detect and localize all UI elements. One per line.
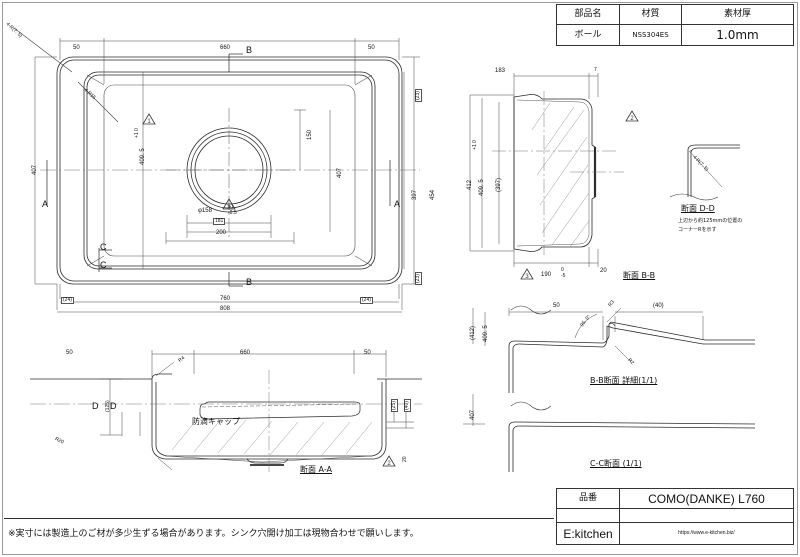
section-dd-note-2: コーナーRを示す	[678, 227, 717, 233]
plan-dim-409-5-tol-dn: 0	[134, 128, 140, 131]
plan-dim-760: 760	[220, 296, 231, 302]
part-no-label: 品番	[578, 493, 597, 503]
bb-dim-183: 183	[495, 68, 506, 74]
bb-dim-397: (397)	[496, 177, 502, 192]
warning-triangle-icon: 3	[520, 268, 534, 280]
section-cc-caption: C-C断面 (1/1)	[590, 459, 642, 468]
plan-dim-top-left-50: 50	[73, 45, 80, 51]
section-aa-geometry	[30, 350, 422, 474]
title-top-value-1: NSS304ES	[632, 30, 669, 39]
detail-bb-caption: B-B断面 詳細(1/1)	[590, 376, 658, 385]
plan-section-mark-b-bot: B	[246, 277, 253, 287]
bb-dim-190-tol-dn: -5	[561, 273, 566, 279]
section-dd-note-1: 上辺から約125mmの位置の	[678, 218, 743, 224]
plan-view-geometry	[13, 27, 420, 313]
company-url: https://www.e-kitchen.biz/	[678, 530, 735, 536]
warning-triangle-icon: 5	[222, 198, 236, 210]
svg-text:3: 3	[525, 274, 529, 280]
aa-dim-left-50: 50	[66, 350, 73, 356]
title-top-header-0: 部品名	[574, 9, 602, 19]
plan-dim-808: 808	[220, 306, 231, 312]
plan-dim-409-5-tol-up: +1	[134, 132, 140, 138]
bb-dim-412: 412	[467, 179, 473, 190]
bb-dim-409-5: 409. 5	[479, 179, 485, 196]
bb-dim-190: 190	[541, 272, 552, 278]
section-dd-geometry	[669, 144, 740, 201]
plan-dim-right-23-top: (23)	[415, 89, 422, 102]
plan-section-mark-c-1: C	[100, 242, 107, 252]
plan-dim-left-409-5: 409. 5	[140, 148, 146, 165]
bb-dim-20: 20	[600, 268, 607, 274]
detail-bb-dim-50: 50	[553, 303, 560, 309]
aa-dim-660: 660	[240, 350, 251, 356]
warning-triangle-icon: 2	[625, 110, 639, 122]
plan-section-mark-b-top: B	[246, 45, 253, 55]
plan-section-mark-c-2: C	[100, 260, 107, 270]
section-bb-caption: 断面 B-B	[623, 271, 656, 280]
aa-dim-20: 20	[402, 456, 408, 462]
title-top-header-1: 材質	[641, 9, 660, 19]
plan-dim-bot-24-right: (24)	[360, 297, 373, 304]
warning-triangle-icon: 1	[142, 113, 156, 125]
svg-text:2: 2	[630, 116, 634, 122]
title-top-value-2: 1.0mm	[716, 28, 759, 42]
bb-dim-409-5-tol-dn: 0	[472, 140, 478, 143]
title-top-header-2: 素材厚	[723, 9, 751, 19]
plan-dim-150: 150	[307, 129, 313, 140]
plan-dim-right-23-bot: (23)	[415, 272, 422, 285]
footer-note: ※実寸には製造上のご材が多少生ずる場合があります。シンク穴開け加工は現物合わせで…	[8, 529, 419, 539]
plan-dim-left-407: 407	[32, 164, 38, 175]
plan-dim-right-397: 397	[412, 189, 418, 200]
aa-label-drip-cap: 防滴キャップ	[192, 417, 240, 426]
section-cc-geometry	[463, 394, 756, 472]
plan-section-mark-a-left: A	[42, 199, 49, 209]
section-dd-caption: 断面 D-D	[681, 204, 715, 213]
bb-dim-409-5-tol-up: +1	[472, 144, 478, 150]
section-bb-geometry	[469, 73, 624, 267]
plan-section-mark-a-right: A	[394, 199, 401, 209]
svg-text:5: 5	[227, 204, 231, 210]
aa-dim-25: (25)	[391, 399, 398, 412]
warning-triangle-icon: 2	[382, 455, 396, 467]
svg-text:1: 1	[147, 119, 151, 125]
svg-text:2: 2	[387, 461, 391, 467]
aa-dim-right-50: 50	[364, 350, 371, 356]
company-name: E:kitchen	[563, 526, 613, 541]
plan-dim-hole-tol-dn: -0.5	[228, 210, 237, 216]
plan-dim-hole-tol-up: +1	[228, 204, 234, 210]
bb-dim-7: 7	[594, 67, 597, 73]
detail-bb-dim-412: (412)	[470, 325, 476, 340]
plan-dim-bot-24-left: (24)	[61, 297, 74, 304]
aa-dim-40: (40)	[404, 399, 411, 412]
plan-dim-right-454: 454	[430, 189, 436, 200]
title-top-value-0: ボール	[574, 29, 602, 40]
aa-section-mark-d-2: D	[110, 401, 117, 411]
aa-section-mark-d-1: D	[92, 401, 99, 411]
plan-dim-right-407: 407	[337, 167, 343, 178]
detail-bb-dim-40: (40)	[653, 303, 664, 309]
footer-divider	[4, 518, 554, 519]
cc-dim-407: 407	[470, 409, 476, 420]
plan-dim-top-right-50: 50	[368, 45, 375, 51]
section-aa-caption: 断面 A-A	[300, 465, 333, 474]
plan-dim-hole-dia: φ158	[198, 208, 212, 214]
detail-bb-geometry	[472, 305, 755, 393]
detail-bb-dim-409-5: 409. 5	[483, 325, 489, 342]
plan-dim-181: 181	[213, 218, 226, 225]
part-no-value: COMO(DANKE) L760	[648, 491, 765, 506]
bb-dim-190-tol-up: 0	[561, 267, 564, 273]
plan-dim-top-660: 660	[220, 45, 231, 51]
plan-dim-200: 200	[216, 230, 227, 236]
